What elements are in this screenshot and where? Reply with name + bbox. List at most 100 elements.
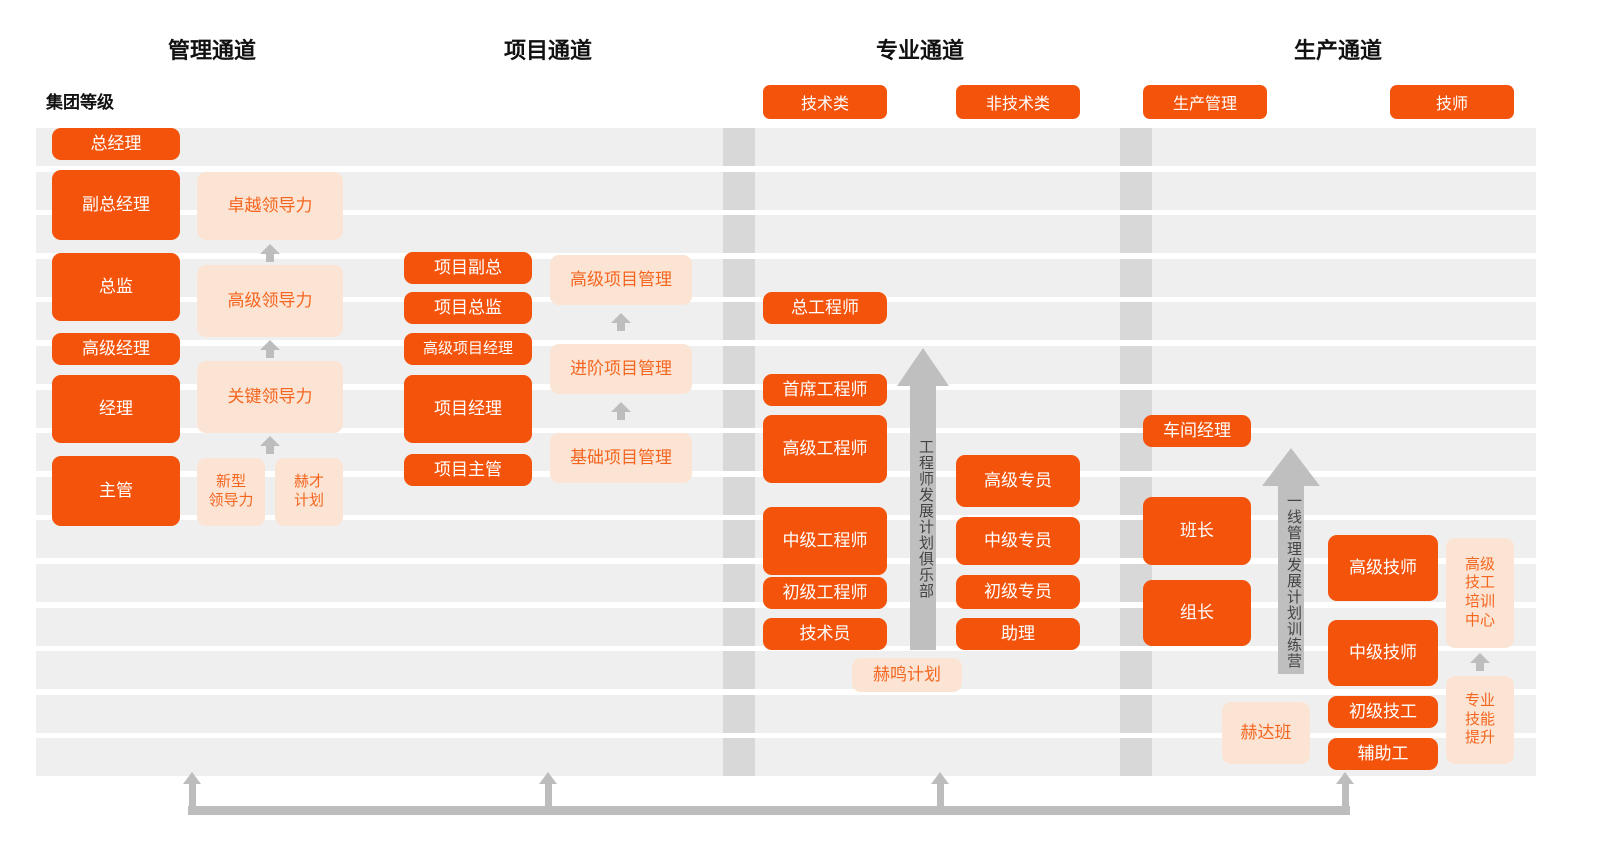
category-pill-technical[interactable]: 技术类 — [763, 85, 887, 119]
job-box-project-supervisor[interactable]: 项目主管 — [404, 454, 532, 486]
arrow-up-icon-leadership-2 — [259, 339, 281, 359]
channel-title-production: 生产通道 — [1293, 38, 1383, 63]
row-band — [36, 608, 723, 646]
job-box-manager[interactable]: 经理 — [52, 375, 180, 443]
channel-divider — [1120, 738, 1152, 776]
job-box-senior-project-manager[interactable]: 高级项目经理 — [404, 333, 532, 365]
program-line-3: 培训 — [1464, 593, 1495, 610]
job-box-senior-manager[interactable]: 高级经理 — [52, 333, 180, 365]
channel-title-professional: 专业通道 — [875, 38, 965, 63]
program-line-2: 技工 — [1464, 574, 1495, 592]
comb-arrow-stem — [1342, 784, 1349, 808]
program-box-heda-class[interactable]: 赫达班 — [1222, 702, 1310, 764]
job-box-project-vp[interactable]: 项目副总 — [404, 252, 532, 284]
job-box-senior-specialist[interactable]: 高级专员 — [956, 455, 1080, 507]
job-box-project-director[interactable]: 项目总监 — [404, 292, 532, 324]
job-box-technician-staff[interactable]: 技术员 — [763, 618, 887, 650]
program-box-senior-leadership[interactable]: 高级领导力 — [197, 265, 343, 337]
program-line-3: 提升 — [1464, 729, 1495, 747]
job-box-team-leader[interactable]: 班长 — [1143, 497, 1251, 565]
channel-divider — [1120, 128, 1152, 166]
program-box-hecai-plan[interactable]: 赫才 计划 — [275, 458, 343, 526]
job-box-junior-technician[interactable]: 初级技工 — [1328, 696, 1438, 728]
channel-divider — [723, 695, 755, 733]
row-band — [1152, 259, 1536, 297]
row-band — [36, 695, 723, 733]
row-band — [1152, 302, 1536, 340]
job-box-junior-engineer[interactable]: 初级工程师 — [763, 577, 887, 609]
row-band — [36, 520, 723, 558]
arrow-up-icon-leadership-1 — [259, 243, 281, 263]
program-box-heming-plan[interactable]: 赫鸣计划 — [852, 658, 962, 692]
channel-divider — [723, 128, 755, 166]
program-line-2: 技能 — [1464, 710, 1495, 728]
comb-arrow-stem — [545, 784, 552, 808]
channel-divider — [723, 259, 755, 297]
channel-divider — [1120, 259, 1152, 297]
row-band — [755, 215, 1120, 253]
program-box-new-leadership[interactable]: 新型 领导力 — [197, 458, 265, 526]
program-box-senior-project-mgmt[interactable]: 高级项目管理 — [550, 255, 692, 305]
job-box-principal-engineer[interactable]: 首席工程师 — [763, 374, 887, 406]
row-band — [755, 128, 1120, 166]
job-box-auxiliary-worker[interactable]: 辅助工 — [1328, 738, 1438, 770]
arrow-up-icon-project-2 — [610, 401, 632, 421]
program-line-4: 中心 — [1464, 611, 1495, 629]
arrow-up-icon-channel-progression — [183, 772, 201, 784]
job-box-director[interactable]: 总监 — [52, 253, 180, 321]
program-line-2: 计划 — [293, 492, 324, 509]
channel-divider — [723, 608, 755, 646]
row-band — [36, 651, 723, 689]
channel-divider — [723, 172, 755, 210]
channel-divider — [723, 433, 755, 471]
job-box-chief-engineer[interactable]: 总工程师 — [763, 292, 887, 324]
program-box-key-leadership[interactable]: 关键领导力 — [197, 361, 343, 433]
job-box-supervisor[interactable]: 主管 — [52, 456, 180, 526]
arrow-up-icon-channel-progression — [931, 772, 949, 784]
row-band — [755, 738, 1120, 776]
arrow-up-icon-project-1 — [610, 312, 632, 332]
job-box-intermediate-technician[interactable]: 中级技师 — [1328, 620, 1438, 686]
job-box-general-manager[interactable]: 总经理 — [52, 128, 180, 160]
row-band — [1152, 172, 1536, 210]
program-line-2: 领导力 — [208, 492, 254, 509]
row-band — [1152, 346, 1536, 384]
job-box-deputy-general-manager[interactable]: 副总经理 — [52, 170, 180, 240]
category-pill-nontechnical[interactable]: 非技术类 — [956, 85, 1080, 119]
job-box-intermediate-specialist[interactable]: 中级专员 — [956, 517, 1080, 565]
row-band — [755, 259, 1120, 297]
program-box-senior-technician-training-center[interactable]: 高级 技工 培训 中心 — [1446, 538, 1514, 648]
job-box-workshop-manager[interactable]: 车间经理 — [1143, 415, 1251, 447]
category-pill-technician[interactable]: 技师 — [1390, 85, 1514, 119]
job-box-intermediate-engineer[interactable]: 中级工程师 — [763, 507, 887, 575]
channel-divider — [723, 477, 755, 515]
arrow-up-icon-channel-progression — [539, 772, 557, 784]
channel-divider — [723, 738, 755, 776]
channel-divider — [723, 302, 755, 340]
program-box-advanced-project-mgmt[interactable]: 进阶项目管理 — [550, 344, 692, 394]
big-arrow-label: 工程师发展计划俱乐部 — [917, 439, 934, 599]
grade-axis-label: 集团等级 — [46, 93, 114, 112]
job-box-group-leader[interactable]: 组长 — [1143, 580, 1251, 646]
row-band — [36, 564, 723, 602]
program-box-basic-project-mgmt[interactable]: 基础项目管理 — [550, 433, 692, 483]
program-line-1: 专业 — [1464, 691, 1495, 709]
job-box-senior-technician[interactable]: 高级技师 — [1328, 535, 1438, 601]
channel-divider — [723, 215, 755, 253]
row-band — [1152, 215, 1536, 253]
job-box-junior-specialist[interactable]: 初级专员 — [956, 575, 1080, 609]
program-box-excellent-leadership[interactable]: 卓越领导力 — [197, 172, 343, 240]
big-arrow-engineer-development-club: 工程师发展计划俱乐部 — [897, 348, 949, 650]
channel-divider — [1120, 346, 1152, 384]
row-band — [755, 172, 1120, 210]
channel-divider — [723, 390, 755, 428]
job-box-senior-engineer[interactable]: 高级工程师 — [763, 415, 887, 483]
comb-arrow-stem — [937, 784, 944, 808]
job-box-project-manager[interactable]: 项目经理 — [404, 375, 532, 443]
category-pill-production-management[interactable]: 生产管理 — [1143, 85, 1267, 119]
program-box-professional-skill-upgrade[interactable]: 专业 技能 提升 — [1446, 676, 1514, 764]
arrow-up-icon-channel-progression — [1336, 772, 1354, 784]
program-line-1: 高级 — [1464, 555, 1495, 573]
job-box-assistant[interactable]: 助理 — [956, 618, 1080, 650]
